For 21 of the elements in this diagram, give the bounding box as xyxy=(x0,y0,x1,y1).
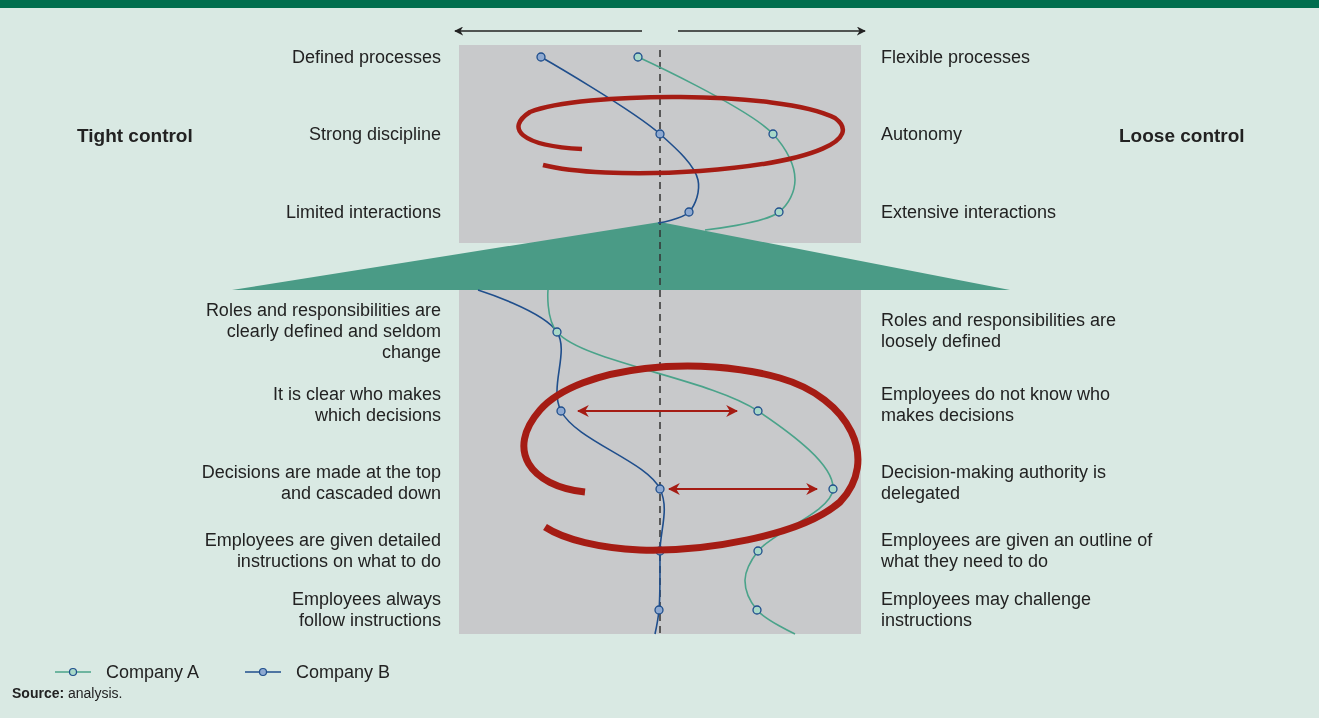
axis-title: Loose control xyxy=(1119,124,1245,146)
scale-label: Employees always follow instructions xyxy=(290,589,441,631)
source-note: Source: analysis. xyxy=(12,685,123,701)
legend-label: Company A xyxy=(106,661,200,683)
scale-label: Employees are given detailed instructions on what to do xyxy=(203,530,441,572)
scale-label: Extensive interactions xyxy=(881,201,1057,223)
scale-label: Decision-making authority is delegated xyxy=(881,462,1108,504)
scale-label: Limited interactions xyxy=(285,201,441,223)
scale-label: Defined processes xyxy=(291,46,441,68)
scale-label: Roles and responsibilities are loosely defined xyxy=(881,310,1118,352)
scale-label: Roles and responsibilities are clearly defined and seldom change xyxy=(204,299,441,363)
legend-label: Company B xyxy=(296,661,391,683)
scale-label: Employees are given an outline of what they need to do xyxy=(881,530,1154,572)
scale-label: Flexible processes xyxy=(881,46,1031,68)
scale-label: It is clear who makes which decisions xyxy=(271,384,441,426)
axis-title: Tight control xyxy=(77,124,193,146)
scale-label: Decisions are made at the top and cascaded down xyxy=(200,462,441,504)
scale-label: Employees do not know who makes decisions xyxy=(881,384,1112,426)
scale-label: Employees may challenge instructions xyxy=(881,589,1093,631)
scale-label: Autonomy xyxy=(881,123,963,145)
scale-label: Strong discipline xyxy=(308,123,441,145)
